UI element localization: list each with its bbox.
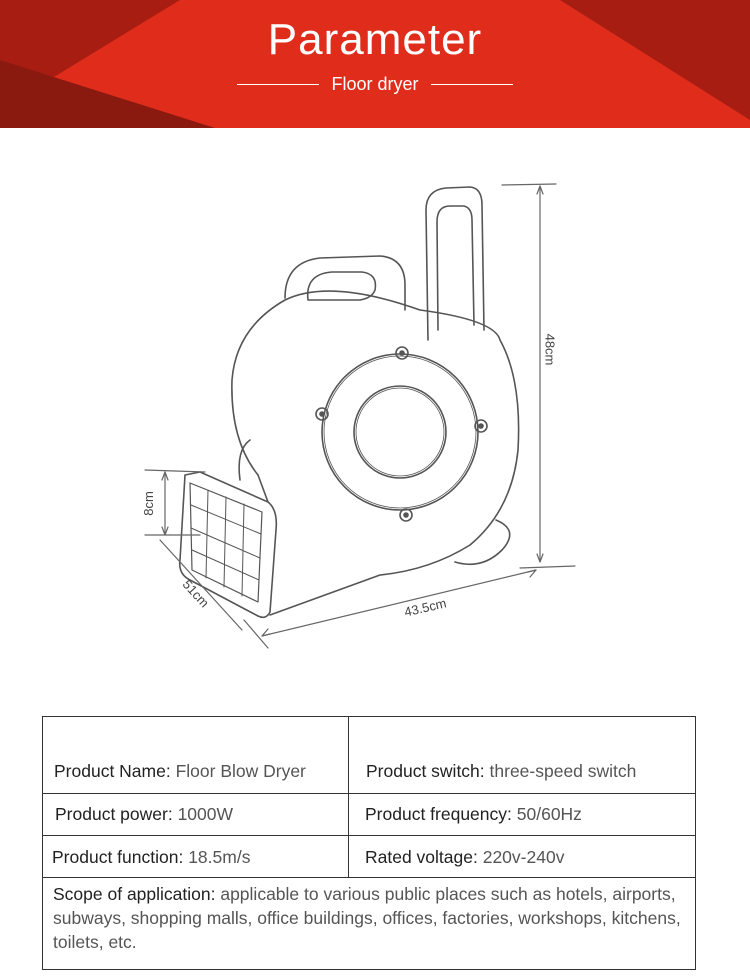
spec-rated-voltage: Rated voltage: 220v-240v xyxy=(365,846,564,868)
spec-label: Product switch: xyxy=(366,761,485,781)
spec-label: Rated voltage: xyxy=(365,847,478,867)
spec-value: 50/60Hz xyxy=(511,804,582,824)
spec-product-function: Product function: 18.5m/s xyxy=(52,846,250,868)
spec-value: 18.5m/s xyxy=(183,847,251,867)
spec-value: 220v-240v xyxy=(477,847,565,867)
page-title: Parameter xyxy=(267,15,483,64)
subtitle-rule-right xyxy=(430,83,513,85)
floor-dryer-illustration xyxy=(144,183,576,649)
spec-value: three-speed switch xyxy=(484,761,637,781)
dimension-height-label: 48cm xyxy=(542,333,558,366)
spec-label: Scope of application: xyxy=(53,884,216,904)
spec-table: Product Name: Floor Blow Dryer Product s… xyxy=(42,716,696,970)
spec-label: Product frequency: xyxy=(365,804,512,824)
banner-background xyxy=(0,0,750,128)
spec-scope-of-application: Scope of application: applicable to vari… xyxy=(53,882,683,954)
spec-label: Product Name: xyxy=(54,761,171,781)
spec-label: Product power: xyxy=(55,804,173,824)
subtitle-rule-left xyxy=(237,83,320,85)
spec-product-frequency: Product frequency: 50/60Hz xyxy=(365,803,582,825)
spec-product-power: Product power: 1000W xyxy=(55,803,233,825)
table-divider xyxy=(43,835,695,836)
spec-label: Product function: xyxy=(52,847,184,867)
table-divider xyxy=(43,793,695,794)
spec-value: Floor Blow Dryer xyxy=(170,761,306,781)
dimension-outlet-label: 8cm xyxy=(140,491,156,516)
spec-value: 1000W xyxy=(172,804,234,824)
page-subtitle-row: Floor dryer xyxy=(0,72,750,96)
page-subtitle: Floor dryer xyxy=(331,73,419,94)
spec-product-switch: Product switch: three-speed switch xyxy=(366,760,636,782)
product-drawing: 48cm 43.5cm 51cm 8cm xyxy=(0,150,750,670)
spec-value: applicable to various public places such… xyxy=(53,884,681,952)
spec-product-name: Product Name: Floor Blow Dryer xyxy=(54,760,306,782)
table-column-divider xyxy=(348,717,349,877)
header-banner: Parameter Floor dryer xyxy=(0,0,750,128)
table-divider xyxy=(43,877,695,878)
